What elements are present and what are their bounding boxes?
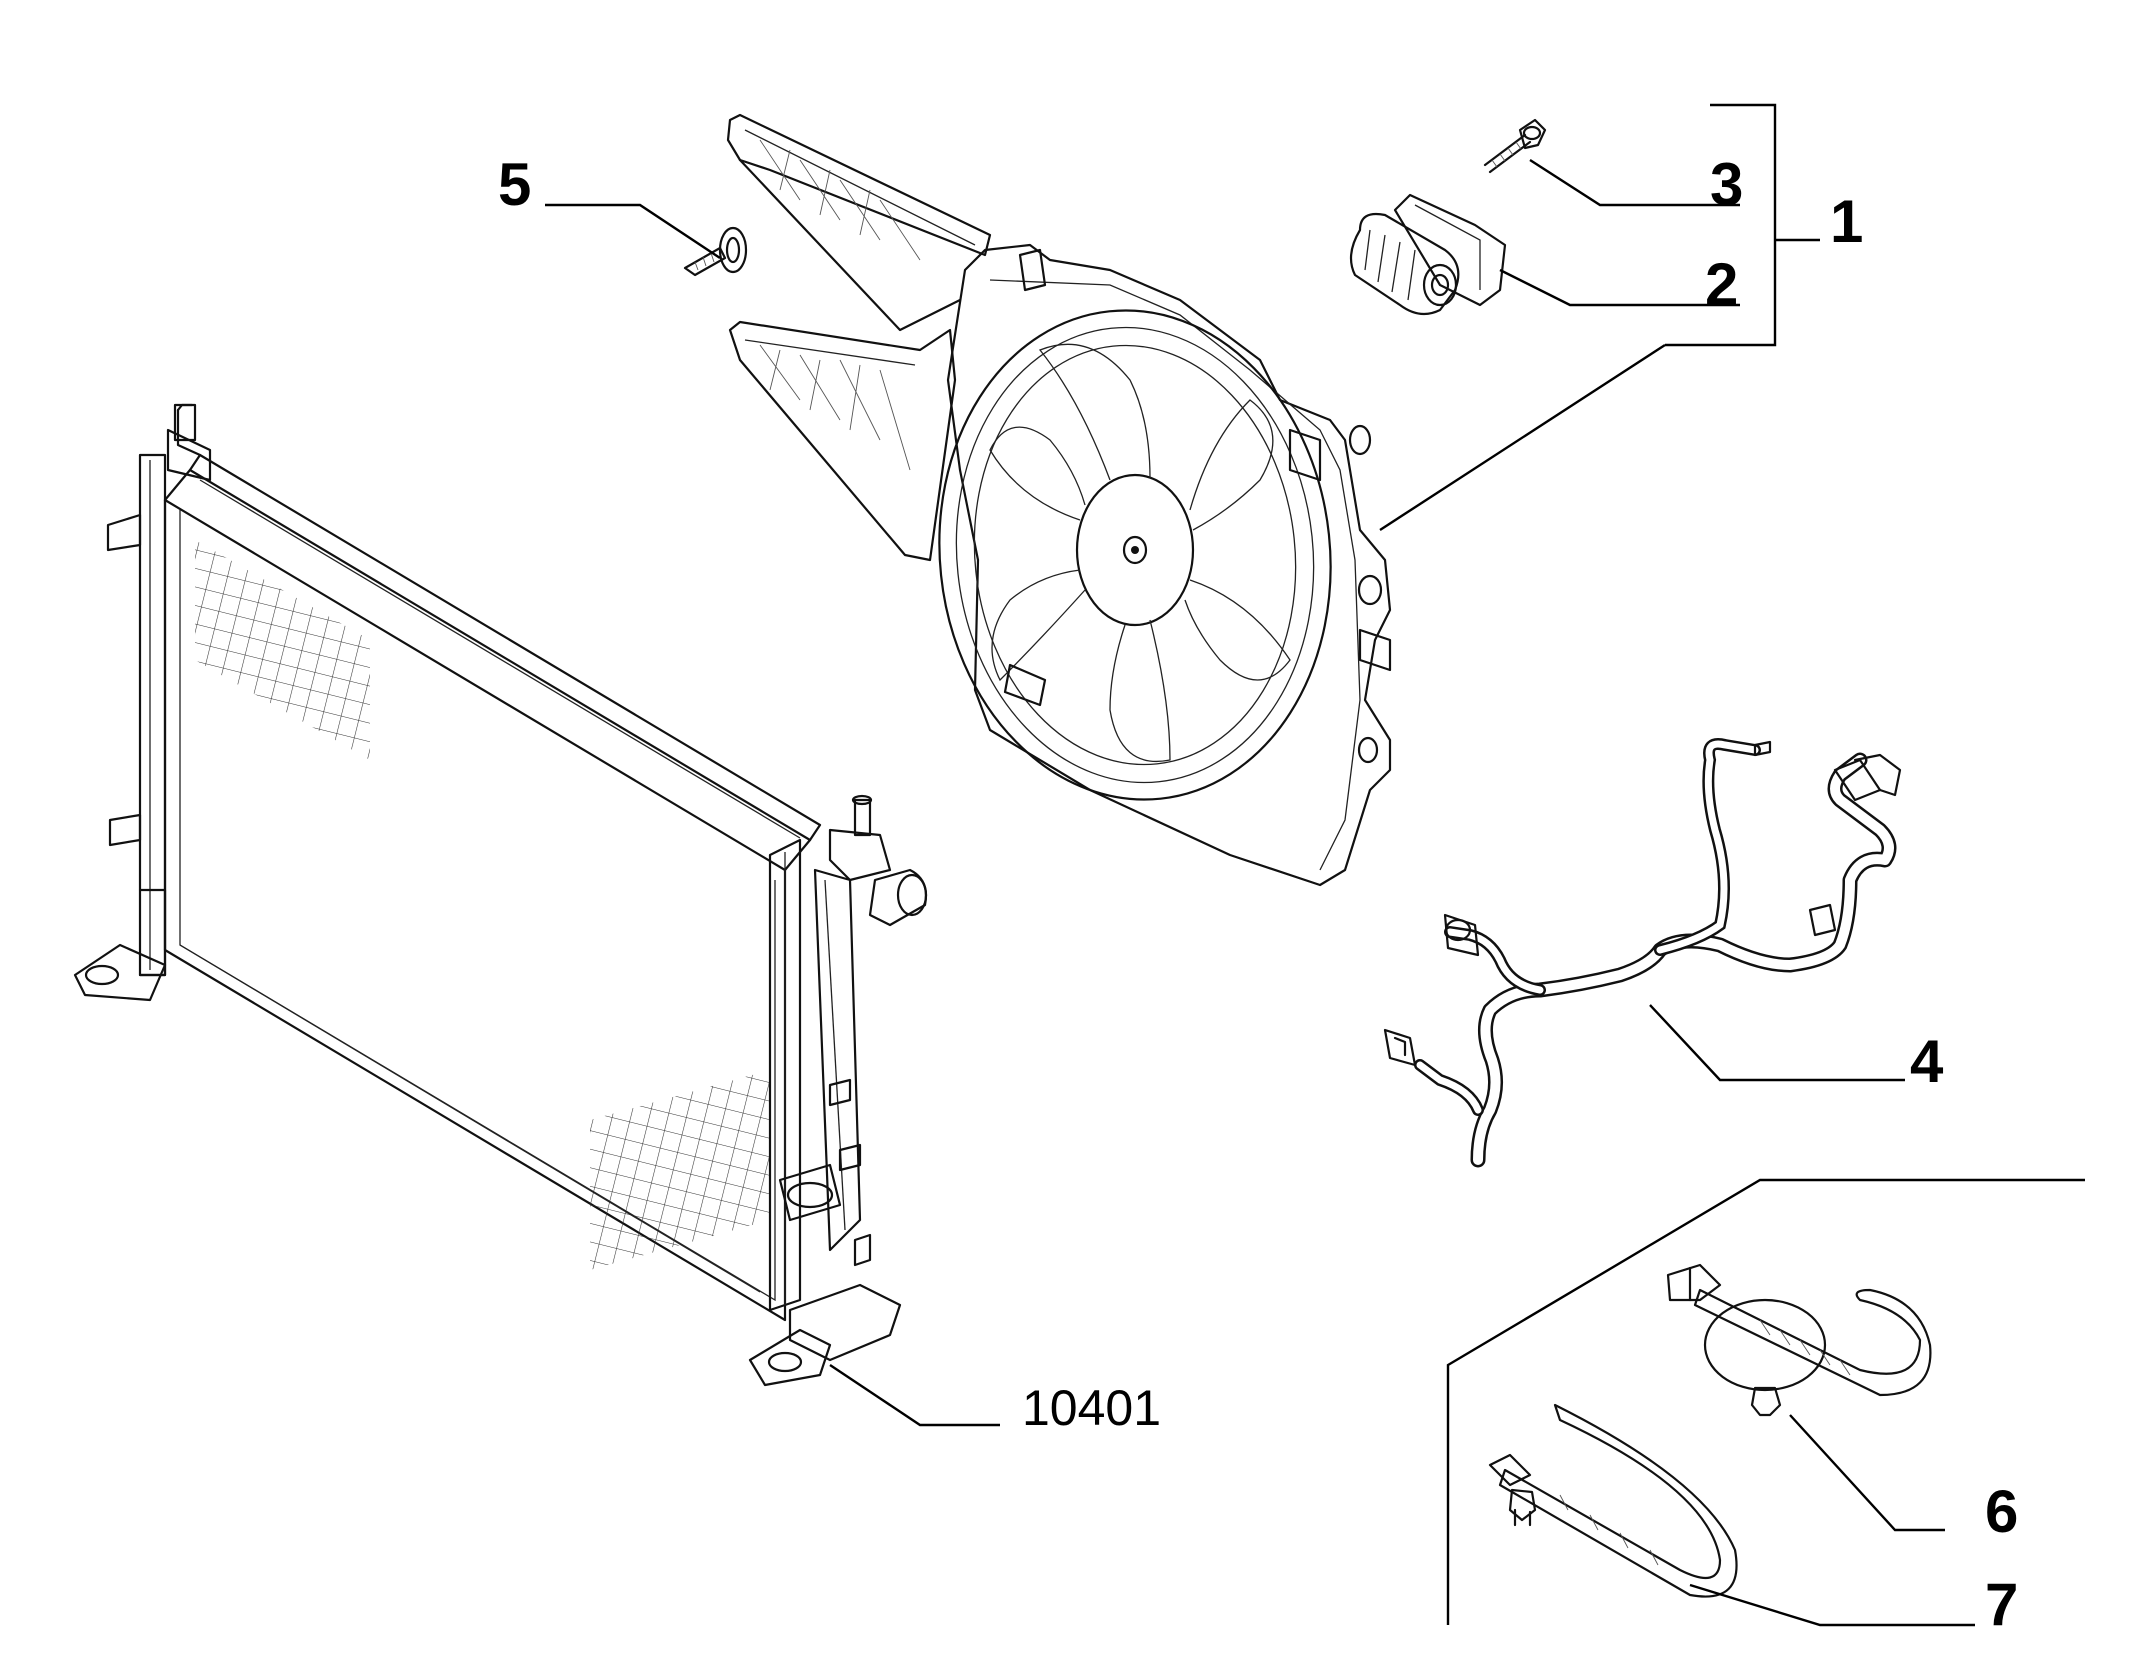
wiring-harness-part-4 — [1383, 738, 1902, 1168]
leader-6 — [1789, 1414, 1945, 1532]
callout-6: 6 — [1985, 1478, 2018, 1545]
callout-1: 1 — [1830, 188, 1863, 255]
leader-2 — [1499, 268, 1740, 307]
callout-2: 2 — [1705, 251, 1738, 318]
leader-7 — [1689, 1583, 1975, 1627]
callout-7: 7 — [1985, 1571, 2018, 1638]
callout-5: 5 — [498, 151, 531, 218]
leader-1 — [1379, 343, 1666, 532]
leader-3 — [1529, 158, 1740, 207]
leader-10401 — [829, 1364, 1000, 1427]
leader-5 — [545, 203, 721, 260]
callout-3: 3 — [1710, 151, 1743, 218]
callout-10401: 10401 — [1022, 1380, 1161, 1436]
kit-boundary-box — [1446, 1178, 2085, 1625]
push-clip-part-5 — [683, 226, 748, 277]
cable-tie-part-7 — [1488, 1403, 1738, 1598]
callout-4: 4 — [1910, 1028, 1944, 1095]
leader-4 — [1649, 1004, 1905, 1082]
resistor-part-2 — [1349, 193, 1507, 316]
leader-lines — [545, 158, 1975, 1627]
assembly-bracket — [1665, 103, 1820, 347]
radiator — [73, 403, 928, 1387]
fan-shroud-assembly — [726, 113, 1392, 887]
callout-labels: 1 2 3 4 5 6 7 10401 — [498, 151, 2018, 1638]
cable-tie-grommet-part-6 — [1666, 1263, 1932, 1417]
screw-part-3 — [1483, 118, 1547, 174]
